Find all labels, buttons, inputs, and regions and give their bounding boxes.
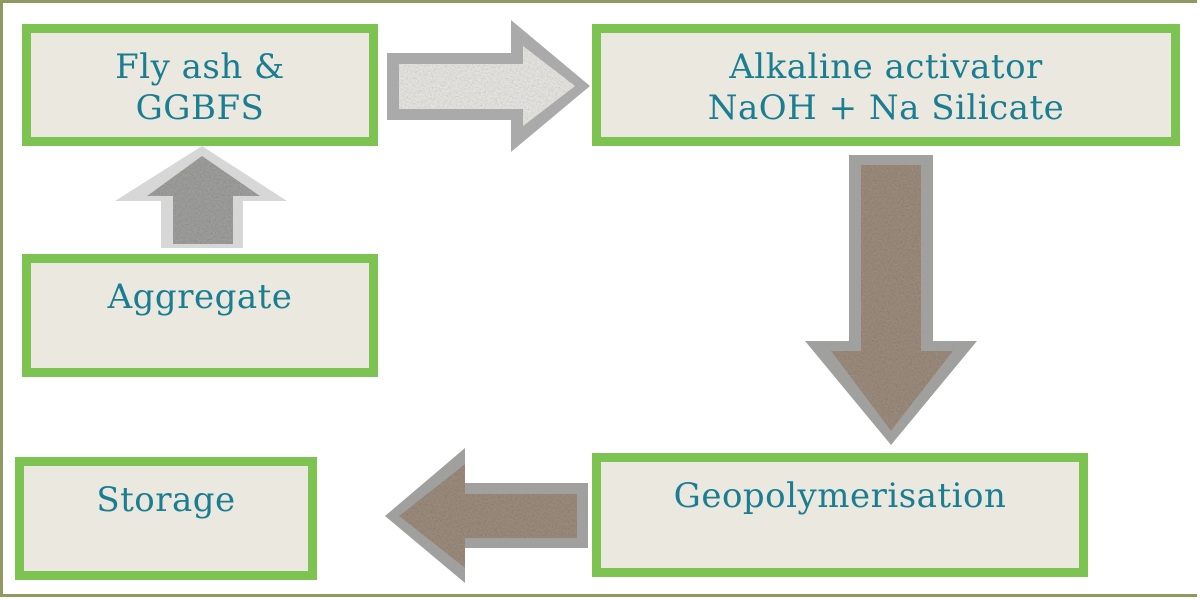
node-label: Geopolymerisation bbox=[673, 476, 1007, 516]
node-label: Alkaline activator NaOH + Na Silicate bbox=[707, 47, 1065, 129]
arrow-left-icon bbox=[385, 448, 588, 583]
node-label: Aggregate bbox=[107, 277, 293, 317]
node-label: Fly ash & GGBFS bbox=[115, 47, 285, 129]
node-geopolymerisation: Geopolymerisation bbox=[592, 453, 1088, 577]
node-aggregate: Aggregate bbox=[22, 254, 378, 377]
arrow-down-icon bbox=[805, 155, 977, 445]
node-fly-ash-ggbfs: Fly ash & GGBFS bbox=[22, 24, 378, 146]
arrow-right-icon bbox=[387, 20, 590, 152]
node-label: Storage bbox=[96, 480, 236, 520]
arrow-up-icon bbox=[115, 146, 287, 248]
node-storage: Storage bbox=[15, 457, 317, 580]
node-alkaline-activator: Alkaline activator NaOH + Na Silicate bbox=[592, 24, 1180, 146]
